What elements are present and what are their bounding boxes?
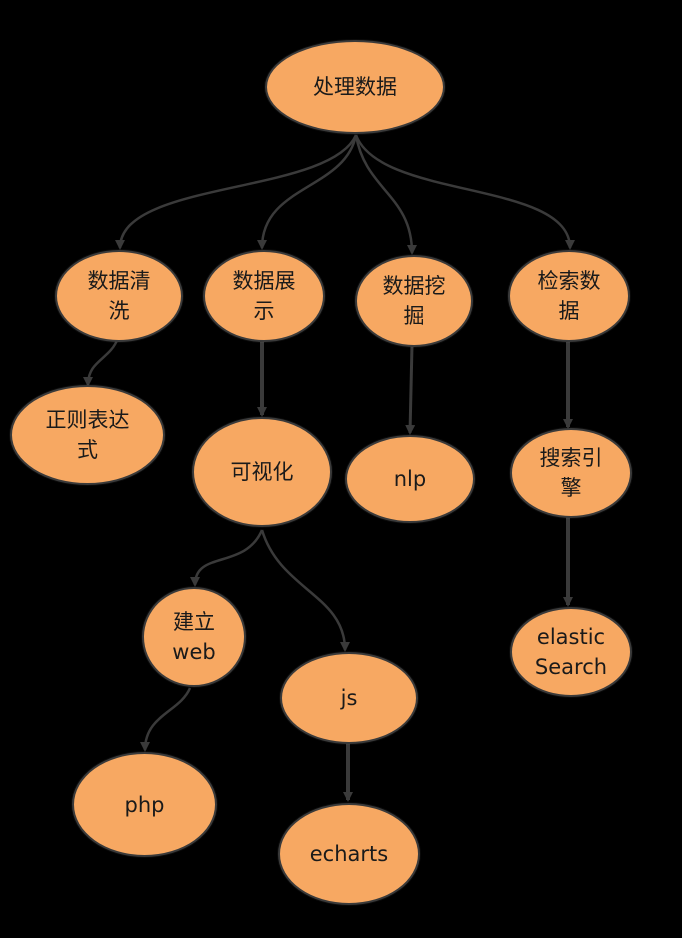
node-search-engine: 搜索引 擎 [510, 428, 632, 518]
node-build-web: 建立 web [142, 587, 246, 687]
node-nlp: nlp [345, 435, 475, 523]
edge-clean-regex [83, 337, 120, 387]
node-regex: 正则表达 式 [10, 385, 165, 485]
node-data-display: 数据展 示 [203, 250, 325, 342]
node-elastic-search: elastic Search [510, 607, 632, 697]
node-visualization: 可视化 [192, 417, 332, 527]
edge-root-search [354, 134, 575, 250]
edge-visual-web [190, 529, 264, 587]
node-root: 处理数据 [265, 40, 445, 134]
edge-web-php [140, 687, 192, 752]
edge-mine-nlp [405, 344, 416, 435]
node-data-mining: 数据挖 掘 [355, 255, 473, 347]
node-data-cleaning: 数据清 洗 [55, 250, 183, 342]
edge-visual-js [260, 529, 350, 652]
edge-root-clean [115, 134, 358, 250]
node-echarts: echarts [278, 803, 420, 905]
edge-root-show [257, 134, 358, 250]
node-retrieve-data: 检索数 据 [508, 250, 630, 342]
node-js: js [280, 652, 418, 744]
edge-root-mine [354, 134, 417, 255]
node-php: php [72, 752, 217, 857]
